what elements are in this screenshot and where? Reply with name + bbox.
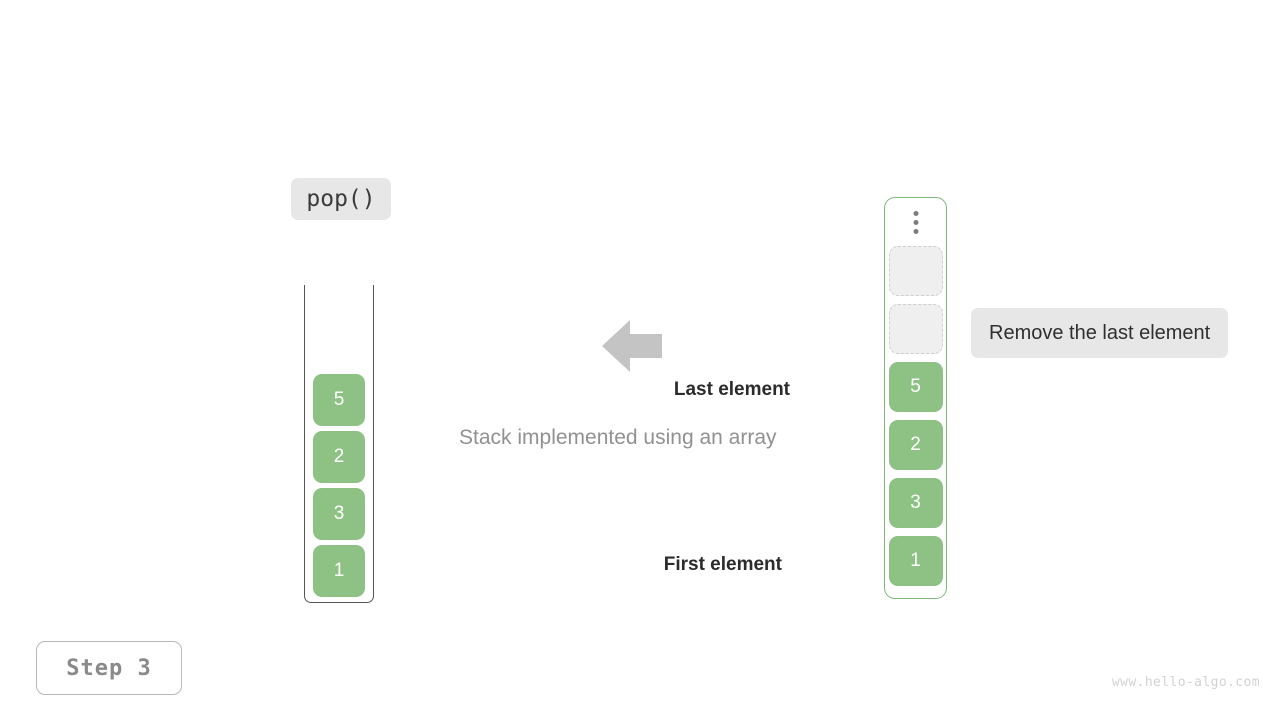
stack-left-cell: 2 bbox=[313, 431, 365, 483]
array-cell: 1 bbox=[888, 536, 943, 586]
step-indicator: Step 3 bbox=[36, 641, 182, 695]
ellipsis-dot bbox=[913, 220, 918, 225]
watermark: www.hello-algo.com bbox=[1111, 675, 1260, 690]
array-empty-slot bbox=[888, 304, 943, 354]
stack-left-cell: 1 bbox=[313, 545, 365, 597]
stack-left-cell: 5 bbox=[313, 374, 365, 426]
array-diagram-right: 5 2 3 1 bbox=[884, 197, 947, 599]
label-first-element: First element bbox=[663, 554, 782, 575]
diagram-caption: Stack implemented using an array bbox=[459, 426, 777, 449]
vertical-ellipsis-icon bbox=[913, 211, 918, 234]
label-last-element: Last element bbox=[673, 379, 790, 400]
array-cell: 2 bbox=[888, 420, 943, 470]
operation-badge: pop() bbox=[291, 178, 391, 220]
arrow-left-icon bbox=[602, 320, 662, 372]
array-cells: 5 2 3 1 bbox=[888, 246, 943, 586]
ellipsis-dot bbox=[913, 229, 918, 234]
stack-diagram-left: 5 2 3 1 bbox=[304, 285, 374, 603]
array-cell: 5 bbox=[888, 362, 943, 412]
annotation-badge: Remove the last element bbox=[971, 308, 1229, 358]
ellipsis-dot bbox=[913, 211, 918, 216]
array-empty-slot bbox=[888, 246, 943, 296]
stack-left-cells: 5 2 3 1 bbox=[313, 374, 365, 597]
stack-left-cell: 3 bbox=[313, 488, 365, 540]
array-cell: 3 bbox=[888, 478, 943, 528]
